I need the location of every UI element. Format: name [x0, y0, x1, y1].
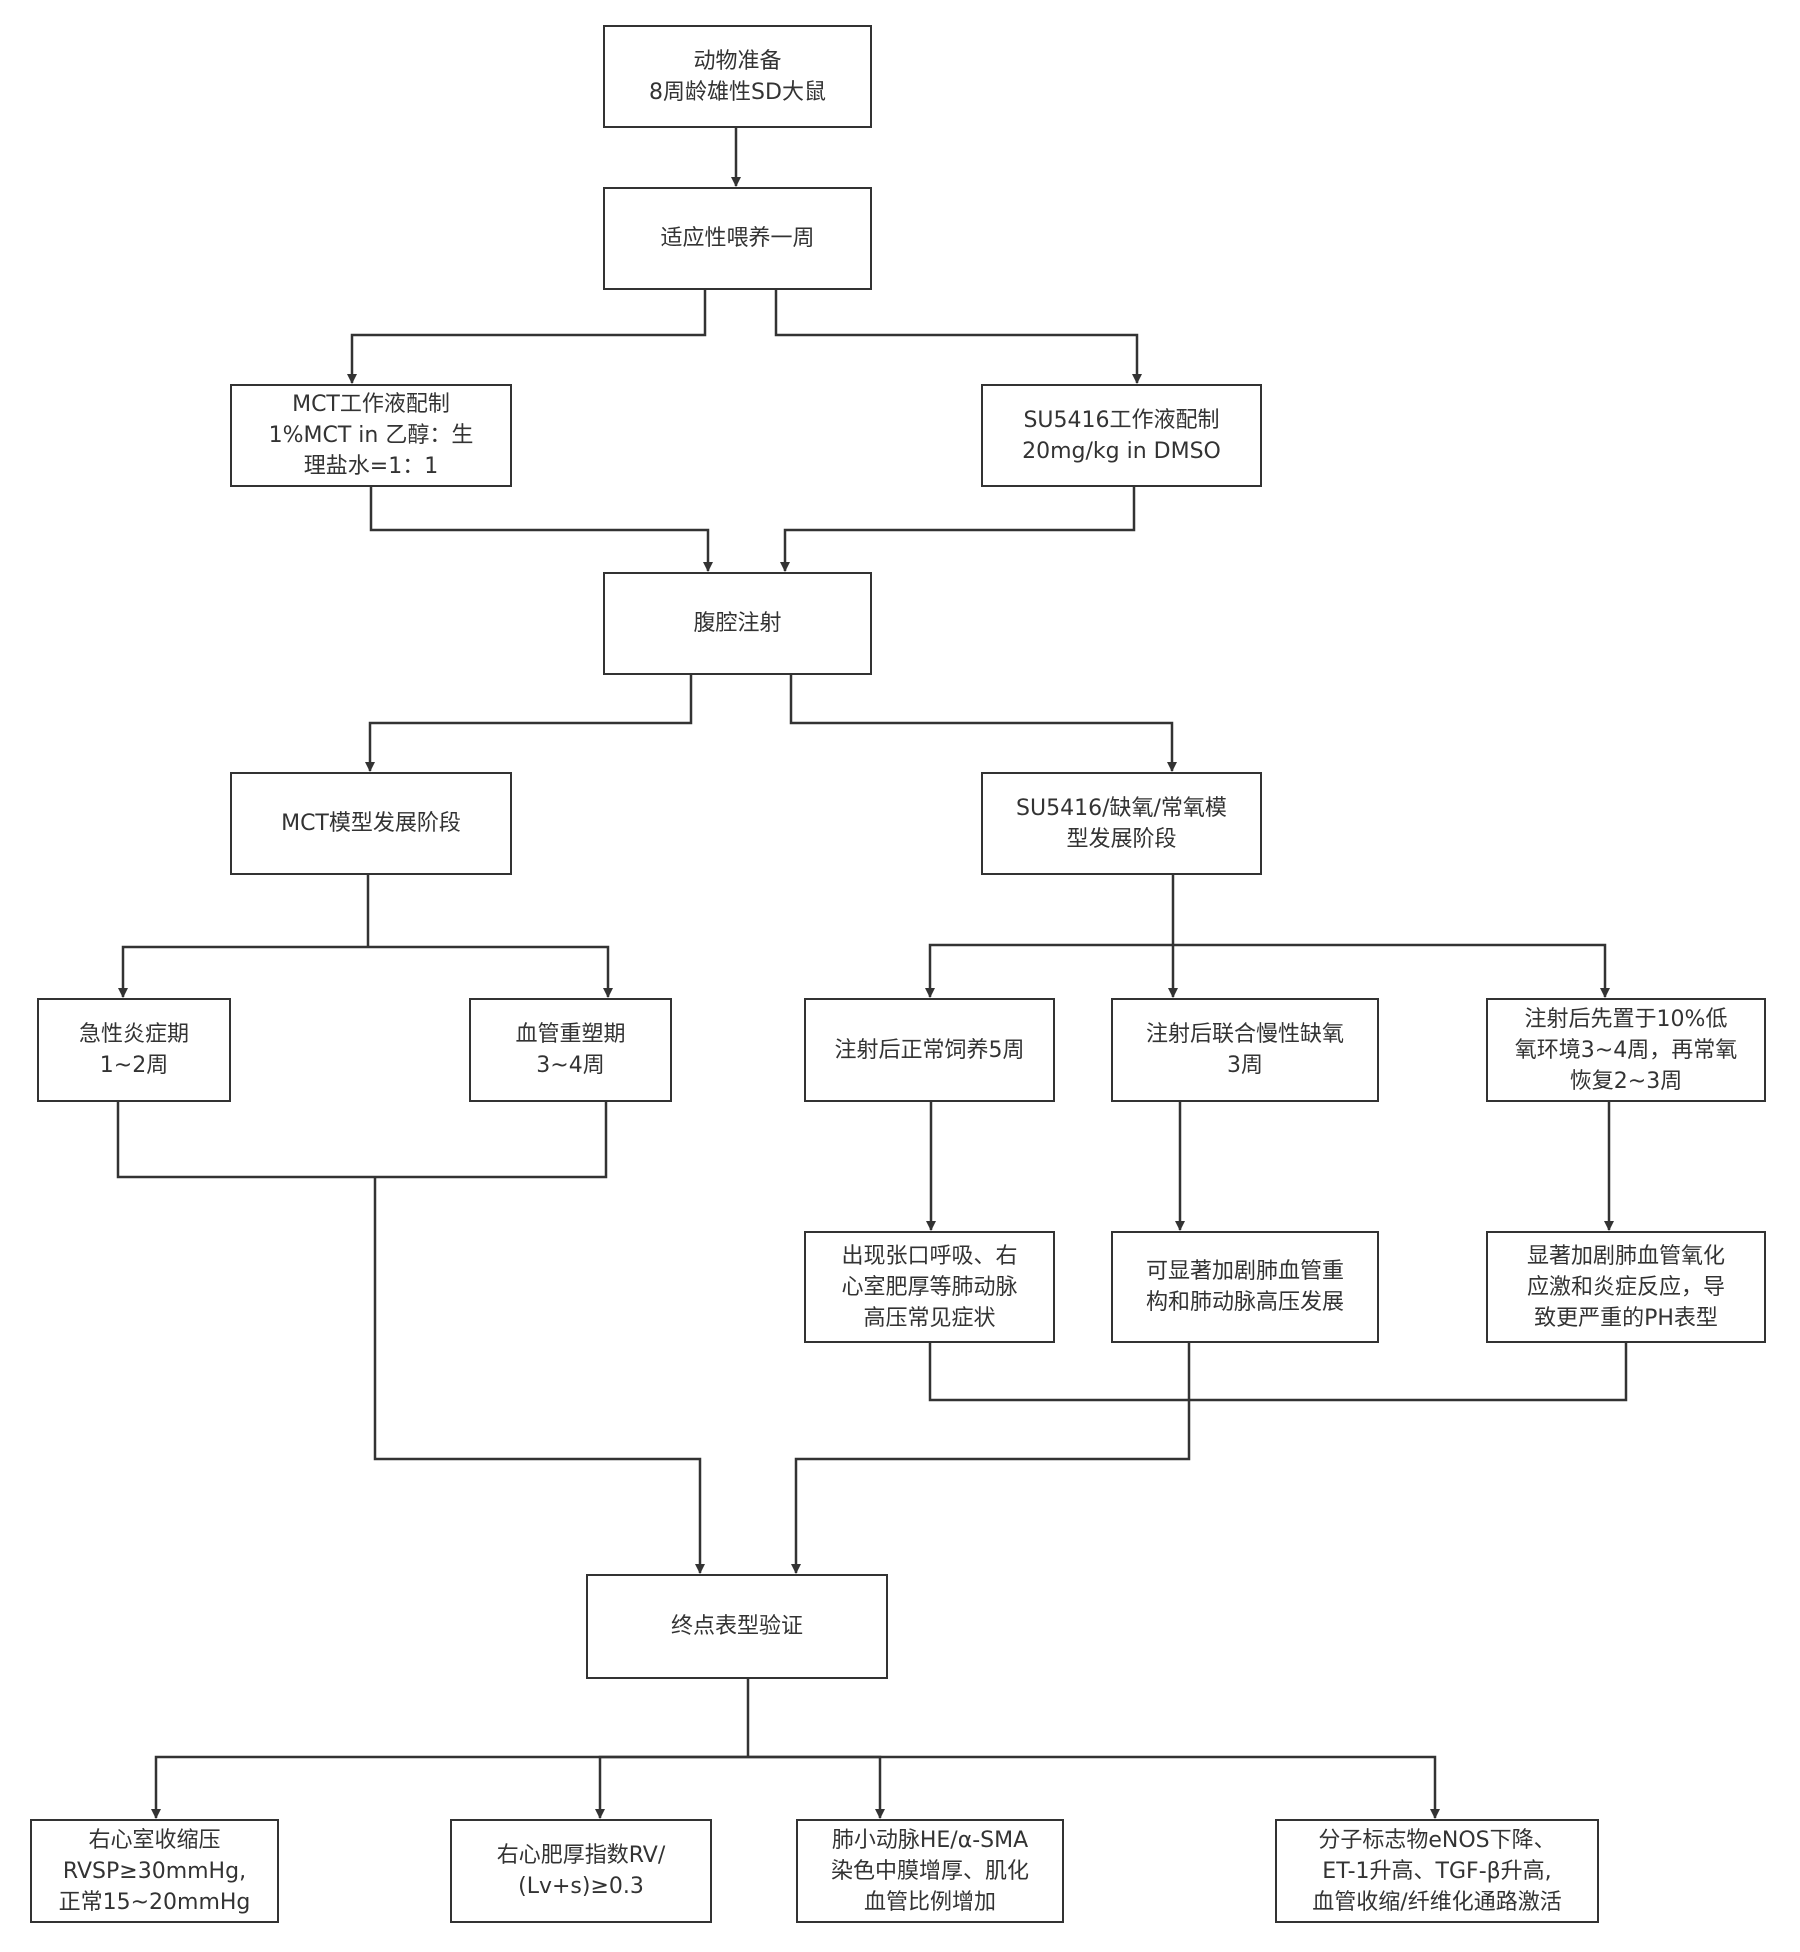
node-line: 3周: [1226, 1053, 1263, 1078]
node-line: 适应性喂养一周: [660, 226, 815, 251]
edge-endpoint-to-rvsp: [151, 1755, 748, 1819]
node-mct-solution: MCT工作液配制 1%MCT in 乙醇：生理盐水=1：1: [230, 384, 512, 487]
node-rv-hypertrophy-index: 右心肥厚指数RV/ (Lv+s)≥0.3: [450, 1819, 712, 1923]
edge-su5416-merge-to-endpoint: [791, 1343, 1191, 1574]
edge-su5416-solution-to-injection: [780, 487, 1136, 572]
node-line: 出现张口呼吸、右: [841, 1243, 1018, 1269]
edge-injection-to-mct-stage: [365, 674, 693, 772]
node-line: 20mg/kg in DMSO: [1022, 438, 1221, 464]
edge-acclimate-to-mct-solution: [347, 290, 707, 384]
node-histology: 肺小动脉HE/α-SMA 染色中膜增厚、肌化血管比例增加: [796, 1819, 1064, 1923]
edge-su5416-stage-to-normal: [925, 943, 1173, 998]
edge-mct-stage-to-acute: [118, 945, 368, 998]
node-line: 可显著加剧肺血管重: [1145, 1259, 1344, 1284]
node-acclimation: 适应性喂养一周: [603, 187, 872, 290]
node-intraperitoneal-injection: 腹腔注射: [603, 572, 872, 675]
edge-mct-stage-to-remodeling: [368, 945, 613, 998]
node-line: 腹腔注射: [693, 611, 782, 636]
node-line: 染色中膜增厚、肌化: [830, 1858, 1029, 1884]
node-rvsp: 右心室收缩压 RVSP≥30mmHg, 正常15~20mmHg: [30, 1819, 279, 1923]
node-line: 肺小动脉HE/α-SMA: [831, 1827, 1029, 1853]
node-line: 动物准备: [693, 48, 782, 74]
node-line: ET-1升高、TGF-β升高,: [1322, 1858, 1552, 1884]
node-line: 血管重塑期: [515, 1022, 626, 1047]
node-line: MCT工作液配制: [292, 392, 450, 417]
node-su5416-solution: SU5416工作液配制 20mg/kg in DMSO: [981, 384, 1262, 487]
node-line: (Lv+s)≥0.3: [518, 1874, 644, 1899]
node-line: SU5416/缺氧/常氧模: [1016, 795, 1227, 821]
node-line: RVSP≥30mmHg,: [62, 1858, 247, 1884]
node-mct-model-stage: MCT模型发展阶段: [230, 772, 512, 875]
node-line: 注射后正常饲养5周: [834, 1037, 1025, 1063]
node-line: 注射后先置于10%低: [1524, 1006, 1728, 1032]
node-line: 右心室收缩压: [88, 1827, 221, 1853]
node-line: 右心肥厚指数RV/: [496, 1843, 666, 1868]
node-line: 理盐水=1：1: [303, 454, 439, 479]
node-line: 高压常见症状: [863, 1305, 996, 1331]
node-line: 3~4周: [536, 1053, 605, 1078]
node-line: 分子标志物eNOS下降、: [1318, 1827, 1556, 1853]
node-line: 终点表型验证: [670, 1614, 803, 1639]
node-line: 恢复2~3周: [1569, 1068, 1683, 1094]
node-line: 显著加剧肺血管氧化: [1526, 1243, 1725, 1269]
node-line: 注射后联合慢性缺氧: [1145, 1022, 1344, 1047]
edge-su5416-stage-to-hypoxia: [1173, 943, 1610, 998]
node-su5416-model-stage: SU5416/缺氧/常氧模型发展阶段: [981, 772, 1262, 875]
node-normal-feeding: 注射后正常饲养5周: [804, 998, 1055, 1102]
node-endpoint-validation: 终点表型验证: [586, 1574, 888, 1679]
node-line: 血管收缩/纤维化通路激活: [1312, 1889, 1562, 1915]
node-molecular-markers: 分子标志物eNOS下降、 ET-1升高、TGF-β升高, 血管收缩/纤维化通路激活: [1275, 1819, 1599, 1923]
node-acute-inflammation: 急性炎症期 1~2周: [37, 998, 231, 1102]
node-hypoxia-then-normoxia: 注射后先置于10%低氧环境3~4周，再常氧恢复2~3周: [1486, 998, 1766, 1102]
edge-injection-to-su5416-stage: [789, 674, 1177, 772]
edge-endpoint-to-rv-index: [595, 1755, 748, 1819]
edge-mct-merge-to-endpoint: [373, 1177, 705, 1574]
node-line: 8周龄雄性SD大鼠: [649, 79, 826, 105]
edge-endpoint-to-markers: [748, 1755, 1440, 1819]
node-line: 1~2周: [99, 1053, 169, 1078]
node-animal-preparation: 动物准备 8周龄雄性SD大鼠: [603, 25, 872, 128]
node-line: 正常15~20mmHg: [58, 1889, 251, 1915]
edge-mct-branches-merge: [116, 1102, 608, 1179]
node-line: 心室肥厚等肺动脉: [841, 1274, 1018, 1300]
edge-su5416-branches-merge: [928, 1343, 1628, 1402]
node-chronic-hypoxia: 注射后联合慢性缺氧 3周: [1111, 998, 1379, 1102]
node-aggravated-remodeling: 可显著加剧肺血管重构和肺动脉高压发展: [1111, 1231, 1379, 1343]
node-vascular-remodeling: 血管重塑期 3~4周: [469, 998, 672, 1102]
node-line: 氧环境3~4周，再常氧: [1514, 1037, 1738, 1063]
node-line: 应激和炎症反应，导: [1526, 1274, 1725, 1300]
node-line: 急性炎症期: [78, 1022, 189, 1047]
node-line: MCT模型发展阶段: [281, 811, 461, 836]
node-line: 致更严重的PH表型: [1534, 1305, 1718, 1331]
edge-endpoint-to-histology: [748, 1755, 885, 1819]
node-line: 血管比例增加: [863, 1889, 996, 1915]
node-aggravated-oxidative-stress: 显著加剧肺血管氧化应激和炎症反应，导致更严重的PH表型: [1486, 1231, 1766, 1343]
node-line: 型发展阶段: [1066, 826, 1177, 852]
node-line: 1%MCT in 乙醇：生: [268, 423, 474, 448]
node-line: 构和肺动脉高压发展: [1145, 1290, 1344, 1315]
node-line: SU5416工作液配制: [1023, 407, 1220, 433]
edge-mct-solution-to-injection: [369, 487, 713, 572]
node-ph-symptoms: 出现张口呼吸、右心室肥厚等肺动脉高压常见症状: [804, 1231, 1055, 1343]
edge-acclimate-to-su5416-solution: [774, 290, 1142, 384]
